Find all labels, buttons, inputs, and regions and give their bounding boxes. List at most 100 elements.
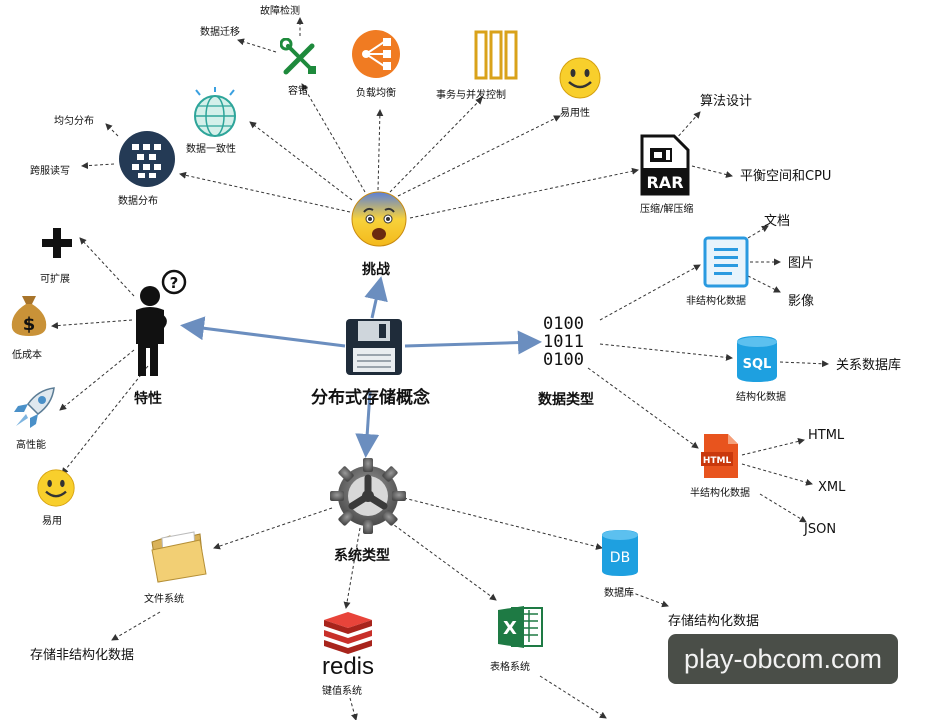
fault-tolerance-label: 容错 [288, 86, 308, 97]
link-structured-rdb [779, 360, 829, 368]
load-balancer-icon [350, 28, 402, 80]
floppy-disk-icon [345, 318, 403, 376]
file-system-label: 文件系统 [144, 594, 184, 605]
low-cost-label: 低成本 [12, 350, 42, 361]
high-performance-label: 高性能 [16, 440, 46, 451]
link-semi-xml [741, 463, 813, 486]
link-system-file [213, 507, 333, 550]
scalable-label: 可扩展 [40, 274, 70, 285]
arrow-to-system-types [355, 391, 380, 458]
svg-text:?: ? [170, 274, 179, 292]
easy-to-use-label: 易用 [42, 516, 62, 527]
challenges-label: 挑战 [362, 262, 390, 278]
link-file-purpose [111, 611, 161, 641]
link-compression-algorithm [674, 111, 701, 141]
data-migration-label: 数据迁移 [200, 27, 240, 38]
document-icon [702, 236, 750, 288]
arrow-to-features [180, 316, 346, 348]
balance-space-cpu-label: 平衡空间和CPU [740, 169, 832, 184]
wrench-screwdriver-icon [279, 37, 320, 78]
database-purpose: 存储结构化数据 [668, 614, 760, 629]
data-types-label: 数据类型 [538, 392, 594, 408]
table-system-label: 表格系统 [490, 662, 530, 673]
columns-icon [474, 30, 518, 80]
link-feature-lowcost [51, 319, 133, 330]
sql-text: SQL [743, 357, 772, 372]
link-semi-json [759, 493, 807, 523]
scared-face-icon [350, 190, 408, 248]
compression-label: 压缩/解压缩 [640, 204, 694, 215]
cross-server-rw-label: 跨服读写 [30, 166, 70, 177]
kv-system-label: 键值系统 [322, 686, 362, 697]
semi-child-html: HTML [808, 428, 845, 443]
link-system-kv [343, 527, 361, 609]
folder-icon [148, 528, 210, 584]
usability-label: 易用性 [560, 108, 590, 119]
html-file-icon: HTML [700, 432, 742, 480]
excel-icon-text: X [503, 618, 517, 639]
unstructured-label: 非结构化数据 [686, 296, 746, 307]
rocket-icon [10, 384, 58, 432]
system-types-label: 系统类型 [334, 548, 390, 564]
database-label: 数据库 [604, 588, 634, 599]
load-balancing-label: 负载均衡 [356, 88, 396, 99]
gear-icon [328, 456, 408, 536]
link-challenge-compression [409, 167, 639, 219]
data-distribution-label: 数据分布 [118, 196, 158, 207]
db-icon-text: DB [610, 550, 630, 566]
unstructured-child-video: 影像 [788, 294, 815, 309]
db-cylinder-icon: DB [600, 528, 640, 578]
link-unstructured-video [747, 275, 781, 293]
center-label: 分布式存储概念 [311, 388, 430, 408]
redis-logo-icon: redis [316, 608, 380, 680]
link-dtype-semi [587, 367, 699, 449]
structured-label: 结构化数据 [736, 392, 786, 403]
link-challenge-load-balancing [376, 109, 384, 191]
link-challenge-transaction [389, 97, 483, 193]
link-feature-scalable [79, 237, 135, 297]
link-feature-easy [61, 365, 149, 475]
smiley-icon [558, 56, 602, 100]
excel-icon: X [496, 604, 544, 650]
data-consistency-label: 数据一致性 [186, 144, 236, 155]
link-kv-down [349, 697, 358, 720]
rar-text: RAR [646, 173, 683, 192]
svg-text:$: $ [23, 314, 36, 335]
globe-icon [188, 86, 242, 140]
link-system-db [403, 497, 603, 550]
file-system-purpose: 存储非结构化数据 [30, 648, 135, 663]
link-distribution-crossrw [81, 162, 115, 170]
redis-logo-text: redis [322, 653, 374, 678]
money-bag-icon: $ [8, 292, 50, 338]
structured-child-rdb: 关系数据库 [836, 358, 902, 373]
link-challenge-consistency [249, 121, 353, 201]
plus-icon [40, 226, 74, 260]
link-challenge-distribution [179, 171, 351, 213]
semi-child-xml: XML [818, 480, 846, 495]
rar-archive-icon: RAR [640, 134, 690, 196]
thinking-person-icon: ? [128, 268, 188, 380]
even-distribution-label: 均匀分布 [54, 116, 94, 127]
link-table-down [539, 675, 607, 719]
smiley-easy-icon [36, 468, 76, 508]
fault-detection-label: 故障检测 [260, 6, 300, 17]
arrow-to-challenges [364, 276, 388, 319]
algorithm-design-label: 算法设计 [700, 94, 753, 109]
arrow-to-data-types [404, 330, 542, 355]
features-label: 特性 [134, 391, 162, 407]
transaction-label: 事务与并发控制 [436, 90, 506, 101]
unstructured-child-doc: 文档 [764, 214, 791, 229]
unstructured-child-image: 图片 [788, 256, 815, 271]
semi-child-json: JSON [804, 522, 837, 537]
link-fault-tolerance-migration [237, 38, 277, 53]
binary-icon: 0100 1011 0100 [543, 314, 584, 370]
link-feature-performance [59, 349, 135, 411]
semi-structured-label: 半结构化数据 [690, 488, 750, 499]
link-challenge-usability [397, 115, 561, 197]
link-unstructured-doc [747, 225, 769, 239]
link-challenge-fault-tolerance [301, 83, 366, 193]
link-semi-html [741, 438, 805, 456]
link-dtype-structured [599, 343, 733, 361]
